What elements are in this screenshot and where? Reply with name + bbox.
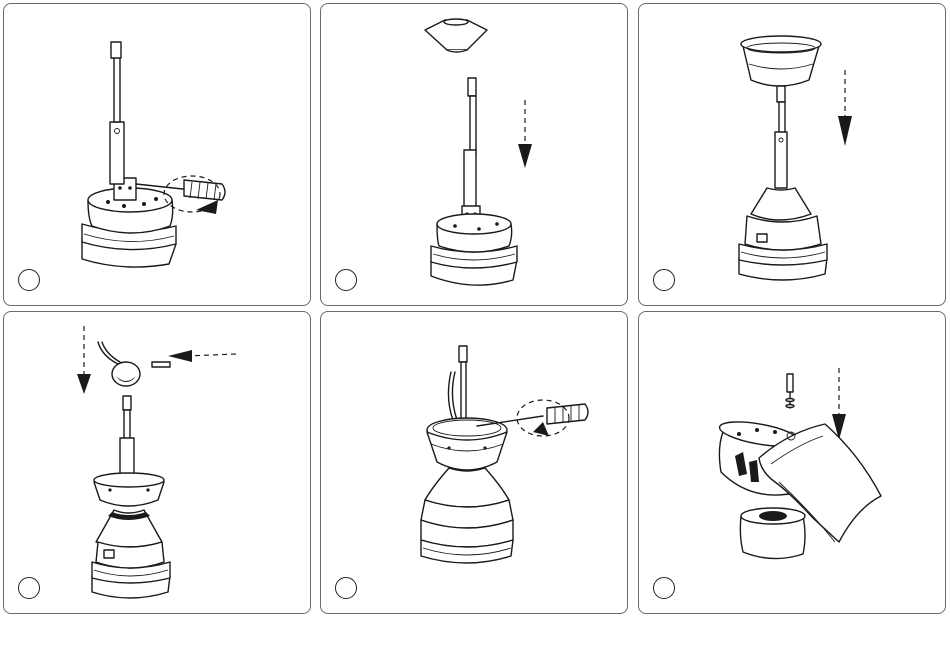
canopy-top-cone — [751, 188, 811, 220]
step-number-circle — [335, 577, 357, 599]
downrod — [110, 42, 124, 184]
wires — [448, 372, 457, 420]
panel-step-4 — [3, 311, 311, 614]
downrod — [775, 86, 787, 188]
canopy-bowl — [741, 36, 821, 86]
canopy-bowl — [427, 418, 507, 470]
step-number-circle — [653, 577, 675, 599]
step-number-circle — [18, 577, 40, 599]
canopy-cover-over-downrod-illustration — [321, 4, 628, 306]
panel-step-2 — [320, 3, 628, 306]
downrod — [120, 396, 134, 474]
canopy-bowl-over-downrod-illustration — [639, 4, 946, 306]
direction-arrow-horizontal-head — [168, 350, 192, 362]
panel-step-6 — [638, 311, 946, 614]
canopy-bowl — [94, 473, 164, 506]
lower-housing — [740, 508, 805, 559]
step-number-circle — [18, 269, 40, 291]
step-number-circle — [335, 269, 357, 291]
direction-arrow-head — [838, 116, 852, 146]
direction-arrow-horizontal-line — [186, 354, 236, 356]
direction-arrow-head — [518, 144, 532, 168]
hanger-ball-and-pin-illustration — [4, 312, 311, 614]
blade-screw — [786, 374, 794, 408]
blade-attachment-illustration — [639, 312, 946, 614]
step-number-circle — [653, 269, 675, 291]
canopy-top-cone — [425, 468, 509, 507]
panel-step-1 — [3, 3, 311, 306]
pin — [152, 362, 170, 367]
tightening-canopy-screw-illustration — [321, 312, 628, 614]
panel-step-3 — [638, 3, 946, 306]
hanger-ball — [98, 342, 140, 386]
motor-housing — [92, 542, 170, 598]
canopy-top-cone — [96, 510, 162, 547]
downrod — [459, 346, 467, 420]
canopy-cover — [425, 19, 487, 52]
motor-housing — [431, 214, 517, 285]
motor-with-downrod-and-screwdriver-illustration — [4, 4, 311, 306]
motor-housing — [421, 500, 513, 563]
motor-housing — [739, 216, 827, 280]
panel-step-5 — [320, 311, 628, 614]
downrod — [464, 78, 476, 212]
direction-arrow-vertical-head — [77, 374, 91, 394]
